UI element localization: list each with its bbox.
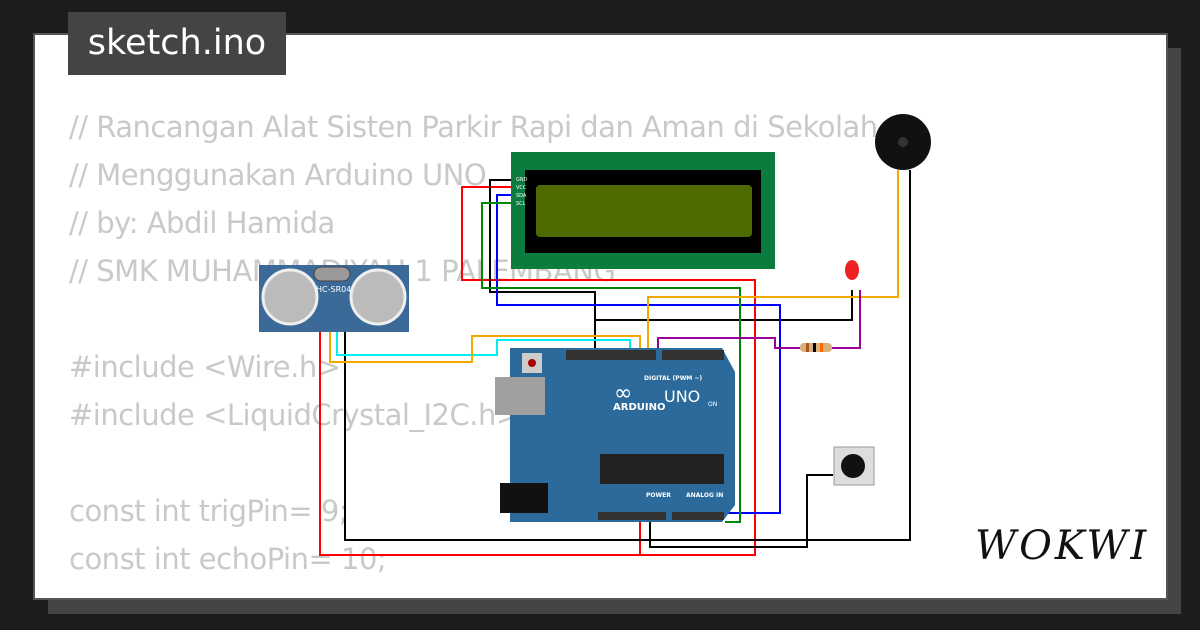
- code-line: #include <LiquidCrystal_I2C.h>: [69, 398, 520, 432]
- code-line: // by: Abdil Hamida: [69, 206, 335, 240]
- code-line: ​: [69, 439, 878, 487]
- board-brand: ARDUINO: [613, 402, 665, 413]
- code-line: const int echoPin= 10;: [69, 542, 387, 576]
- digital-label: DIGITAL (PWM ~): [644, 375, 702, 382]
- arduino-logo-icon: ∞: [614, 381, 632, 406]
- lcd-pin-label: VCC: [516, 185, 527, 191]
- code-line: ​: [69, 295, 878, 343]
- code-line: // Rancangan Alat Sisten Parkir Rapi dan…: [69, 110, 878, 144]
- wire-red: [319, 186, 756, 556]
- code-line: #include <Wire.h>: [69, 350, 341, 384]
- wokwi-logo: WOKWI: [975, 523, 1150, 569]
- lcd-pin-label: SDA: [516, 193, 527, 199]
- lcd-pin-label: SCL: [516, 201, 526, 207]
- on-label: ON: [708, 401, 717, 408]
- wire-orange: [329, 170, 899, 363]
- wire-black: [344, 170, 911, 541]
- lcd-pin-label: GND: [516, 177, 528, 183]
- wire-green: [481, 202, 741, 523]
- sensor-label: HC-SR04: [316, 285, 351, 294]
- code-line: // Menggunakan Arduino UNO: [69, 158, 487, 192]
- buzzer: [875, 114, 931, 170]
- resistor: [800, 343, 832, 352]
- wire-purple: [657, 290, 861, 355]
- ultrasonic-sensor: HC-SR04: [259, 265, 409, 332]
- code-line: const int trigPin= 9;: [69, 494, 349, 528]
- arduino-uno: ARDUINO UNO DIGITAL (PWM ~) ON POWER ANA…: [495, 348, 735, 522]
- preview-card: // Rancangan Alat Sisten Parkir Rapi dan…: [33, 33, 1168, 600]
- pushbutton: [833, 446, 875, 486]
- power-label: POWER: [646, 492, 671, 499]
- lcd-display: GND VCC SDA SCL: [511, 152, 775, 269]
- board-model: UNO: [664, 387, 700, 406]
- wire-blue: [496, 194, 781, 514]
- wire-black-button: [649, 474, 833, 548]
- led: [845, 260, 859, 280]
- sketch-title: sketch.ino: [68, 12, 286, 75]
- circuit-diagram: GND VCC SDA SCL HC-SR04: [259, 114, 931, 556]
- wire-cyan: [336, 330, 631, 356]
- analog-label: ANALOG IN: [686, 492, 723, 499]
